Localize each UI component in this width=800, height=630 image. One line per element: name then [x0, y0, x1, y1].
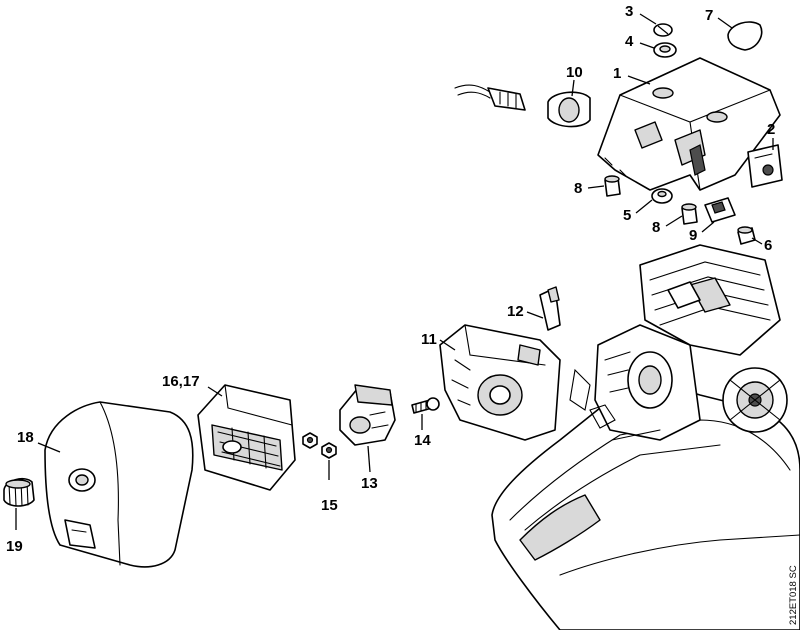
callout-9: 9 — [689, 227, 697, 244]
callout-5: 5 — [623, 207, 631, 224]
callout-14: 14 — [414, 432, 431, 449]
part-15-nut-a — [302, 432, 318, 449]
callout-4: 4 — [625, 33, 634, 50]
part-2-latch — [747, 144, 783, 188]
callout-6: 6 — [764, 237, 772, 254]
part-13-intake — [339, 384, 396, 446]
part-18-filter-cover — [44, 401, 194, 568]
leader-8b — [665, 215, 683, 227]
leader-6 — [751, 237, 763, 245]
callout-3: 3 — [625, 3, 633, 20]
part-1-top-cover — [597, 57, 781, 191]
callout-15: 15 — [321, 497, 338, 514]
part-4-grommet — [653, 42, 677, 58]
leader-18 — [37, 442, 61, 453]
callouts: 1 2 3 4 5 6 7 8 8 9 10 11 12 13 14 15 16… — [6, 3, 775, 555]
leader-1 — [627, 75, 651, 85]
part-10-sleeve — [547, 91, 591, 128]
part-15-nut-b — [321, 442, 337, 459]
callout-12: 12 — [507, 303, 524, 320]
callout-10: 10 — [566, 64, 583, 81]
callout-8a: 8 — [574, 180, 582, 197]
leader-5 — [635, 199, 653, 214]
leader-3 — [639, 13, 657, 25]
chainsaw-body — [491, 244, 800, 630]
part-8-sleeve-a — [604, 175, 621, 197]
part-14-screw — [411, 397, 440, 414]
part-12-bracket — [539, 286, 561, 331]
ignition-lead — [454, 84, 526, 111]
part-6-plug — [737, 226, 756, 245]
callout-16-17: 16,17 — [162, 373, 200, 390]
part-3-twist-lock — [653, 23, 673, 37]
part-16-17-air-filter — [197, 384, 296, 491]
callout-7: 7 — [705, 7, 713, 24]
part-8-sleeve-b — [681, 203, 698, 225]
leader-lines — [15, 13, 774, 530]
leader-10 — [571, 79, 575, 97]
callout-19: 19 — [6, 538, 23, 555]
leader-9 — [701, 221, 715, 233]
leader-12 — [526, 311, 544, 319]
leader-4 — [639, 42, 655, 49]
leader-1617 — [207, 386, 223, 397]
part-11-shroud — [439, 324, 561, 441]
part-7-cap — [727, 21, 763, 51]
callout-8b: 8 — [652, 219, 660, 236]
leader-7 — [717, 17, 733, 29]
leader-8a — [587, 185, 605, 189]
callout-2: 2 — [767, 121, 775, 138]
part-5-ring — [651, 188, 673, 204]
callout-18: 18 — [17, 429, 34, 446]
part-19-knob — [3, 478, 35, 507]
callout-11: 11 — [421, 331, 437, 348]
leader-11 — [439, 339, 456, 351]
part-9-clip — [704, 197, 736, 223]
leader-13 — [367, 445, 371, 473]
callout-1: 1 — [613, 65, 621, 82]
drawing-code: 212ET018 SC — [788, 565, 799, 625]
callout-13: 13 — [361, 475, 378, 492]
